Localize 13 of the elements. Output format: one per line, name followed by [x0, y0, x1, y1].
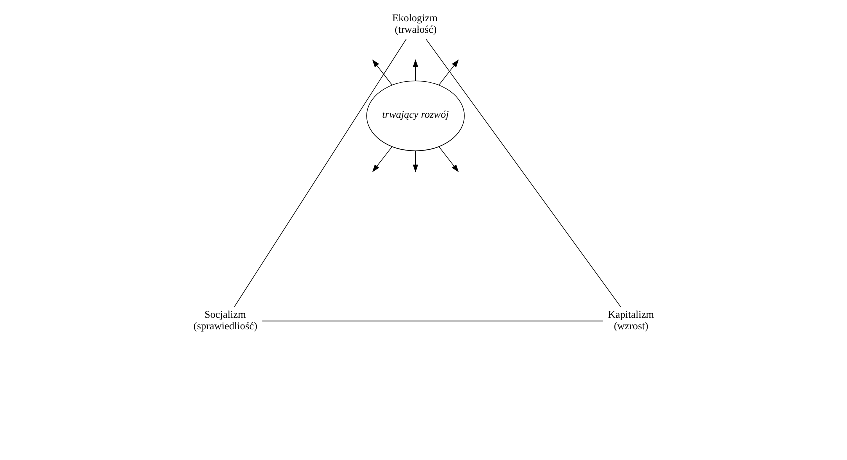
connector	[425, 38, 621, 308]
arrow	[412, 150, 418, 173]
arrow	[372, 60, 392, 86]
arrow	[412, 60, 418, 82]
node-text: Kapitalizm (wzrost)	[608, 310, 654, 333]
node-text: Ekologizm (trwałość)	[392, 13, 438, 36]
node-text: Socjalizm (sprawiedliość)	[193, 310, 258, 333]
arrow	[438, 146, 459, 172]
arrow	[372, 146, 392, 172]
arrow	[438, 60, 459, 86]
connector	[262, 320, 603, 322]
connector	[234, 38, 406, 308]
node-ellipse: trwający rozwój	[366, 80, 464, 152]
